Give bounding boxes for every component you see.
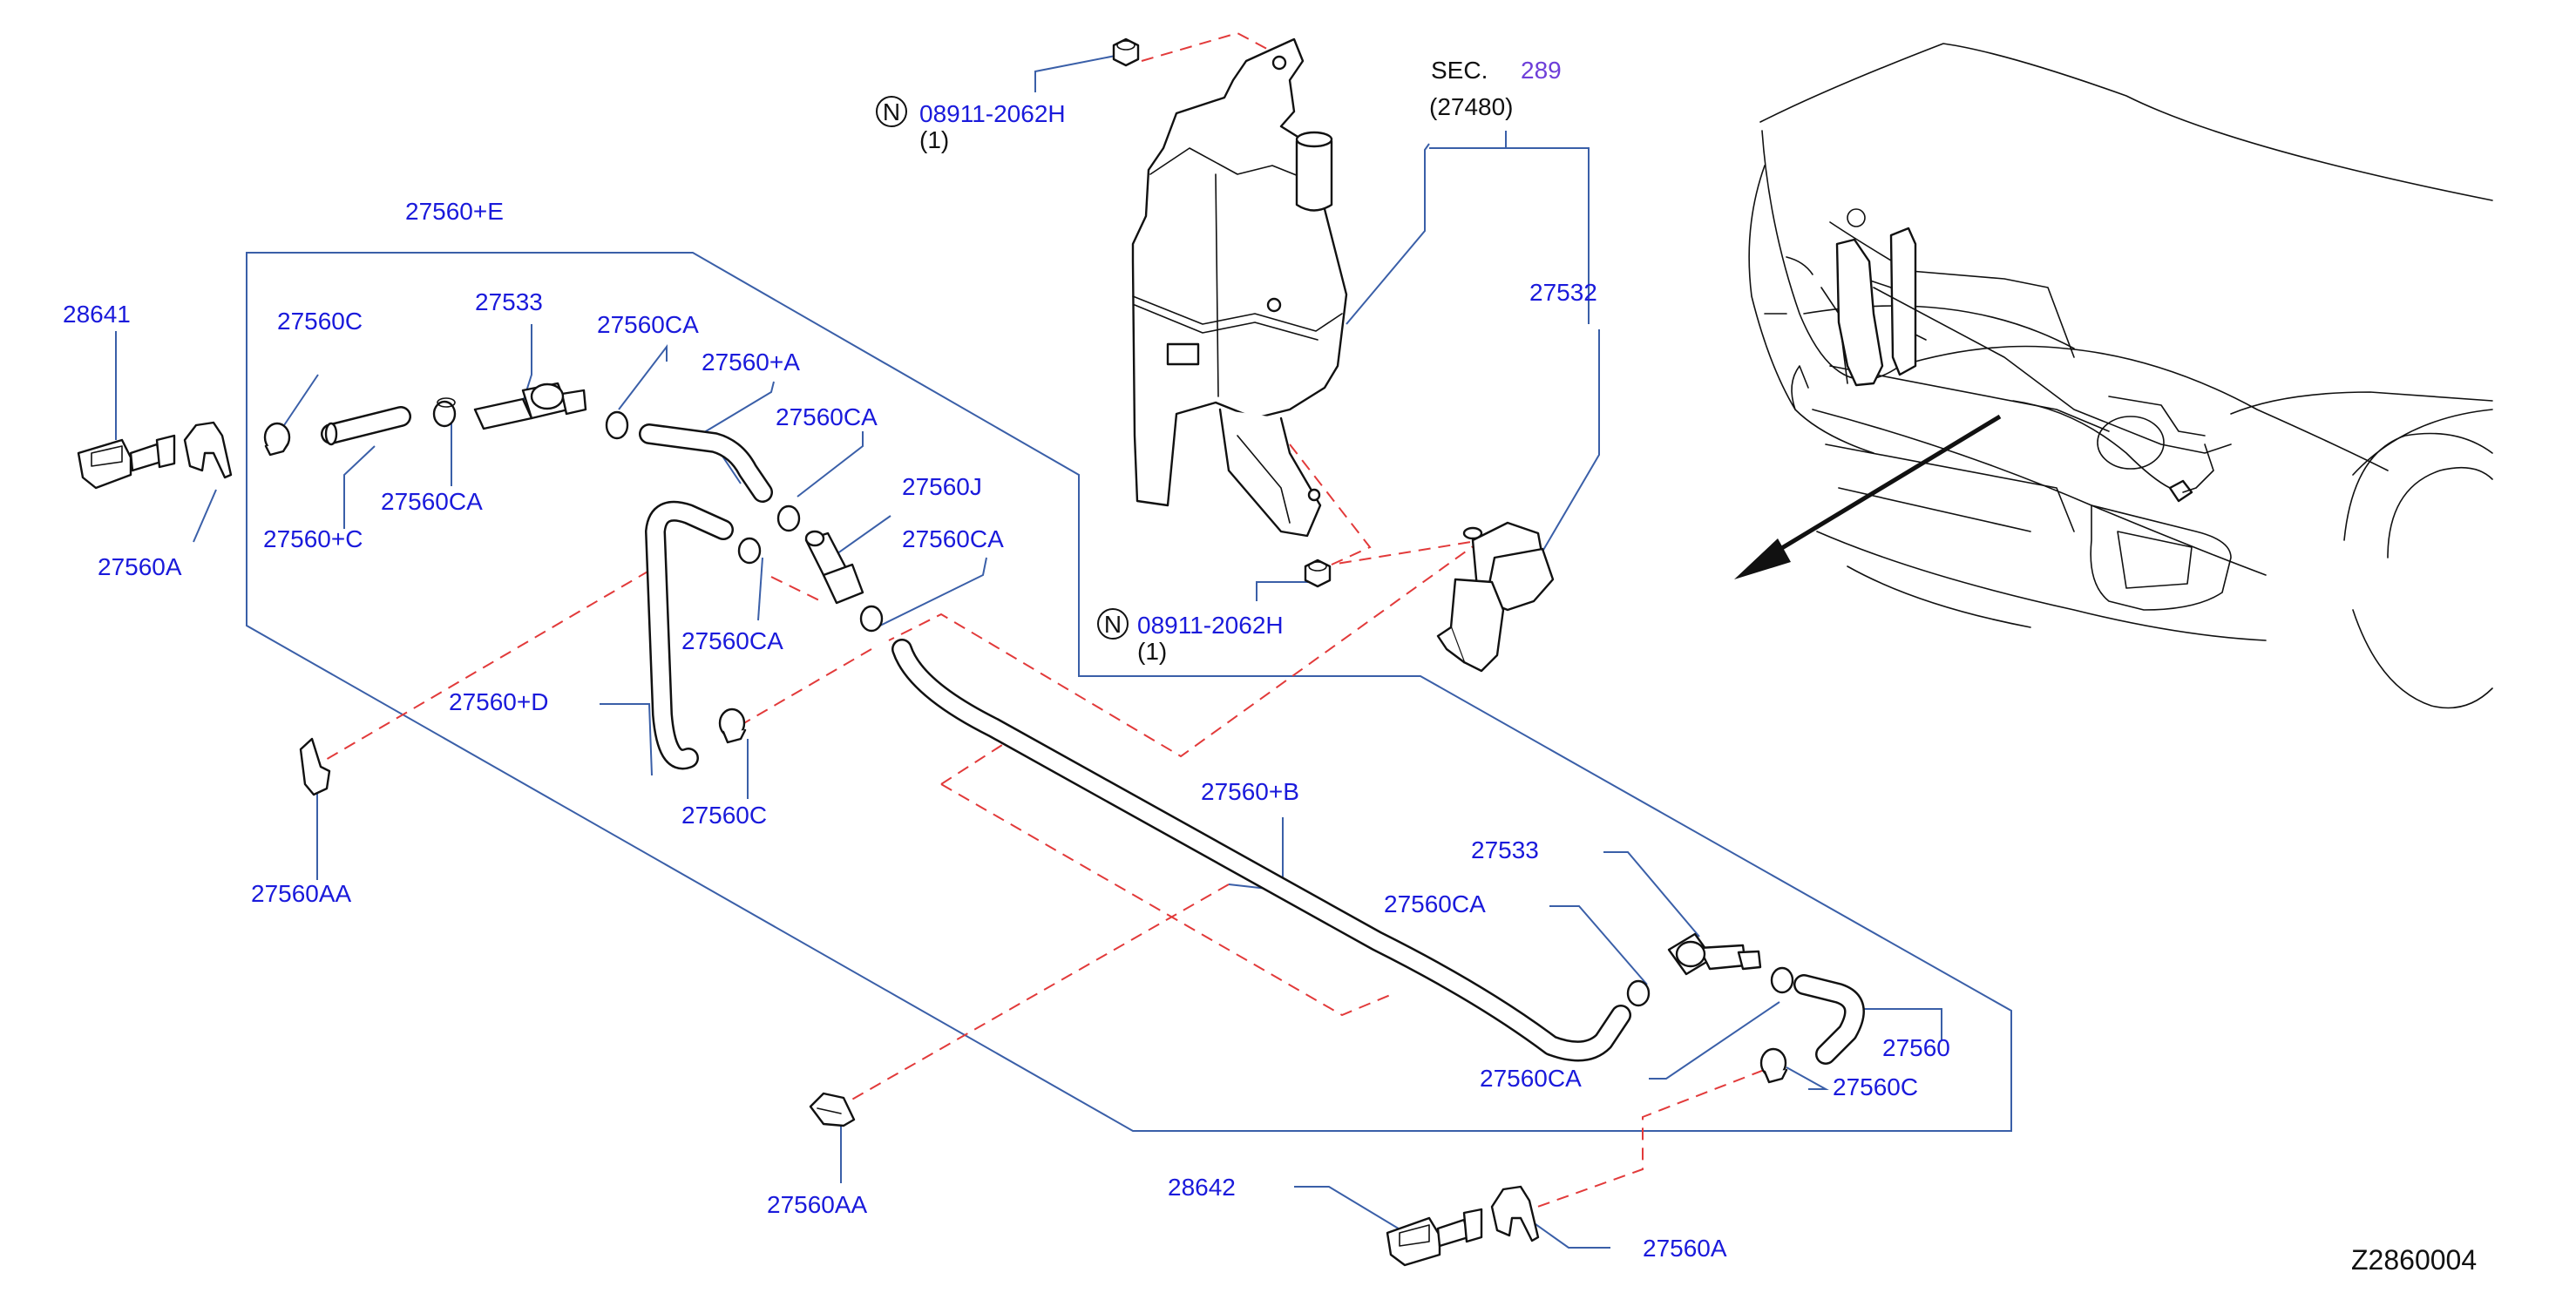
nut-top-icon (1112, 37, 1140, 67)
label-27560ca-5[interactable]: 27560CA (681, 627, 783, 654)
label-nut-mid[interactable]: 08911-2062H (1137, 612, 1284, 639)
clip-27560aa-2 (809, 1092, 856, 1127)
label-nut-top[interactable]: 08911-2062H (919, 100, 1066, 127)
svg-text:N: N (1104, 611, 1122, 638)
hose-27560d (645, 500, 734, 770)
label-27560ca-4[interactable]: 27560CA (381, 488, 483, 515)
label-27560c-plus[interactable]: 27560+C (263, 525, 363, 552)
label-27560d[interactable]: 27560+D (449, 688, 548, 715)
clip-27560aa-1 (299, 737, 331, 796)
check-valve-27533-2 (1667, 932, 1762, 976)
label-27560ca-7[interactable]: 27560CA (1480, 1065, 1582, 1092)
clamp-27560c-3 (1759, 1047, 1788, 1084)
leader-lines (115, 53, 1942, 1249)
label-nut-top-qty: (1) (919, 126, 949, 153)
clip-27560a-right (1490, 1185, 1540, 1242)
label-27560[interactable]: 27560 (1882, 1034, 1950, 1061)
label-27533-2[interactable]: 27533 (1471, 836, 1539, 863)
label-sec-ref: (27480) (1429, 93, 1514, 120)
ring-27560ca-1 (432, 397, 457, 428)
label-28642[interactable]: 28642 (1168, 1174, 1236, 1201)
label-27560ca-3[interactable]: 27560CA (902, 525, 1004, 552)
nozzle-left (77, 434, 176, 490)
ring-27560ca-2 (605, 410, 629, 440)
label-27560ca-1[interactable]: 27560CA (597, 311, 699, 338)
svg-text:N: N (883, 98, 900, 125)
label-27560a-plus[interactable]: 27560+A (702, 349, 800, 376)
joint-27560j (804, 530, 864, 605)
hose-27560a (639, 423, 773, 503)
direction-arrow-icon (1734, 414, 2002, 579)
label-27560j[interactable]: 27560J (902, 473, 982, 500)
washer-pump (1436, 521, 1555, 673)
group-outline-e (246, 252, 2012, 1132)
ring-27560ca-7 (1770, 966, 1794, 994)
clip-27560a-left (183, 421, 233, 479)
label-27532[interactable]: 27532 (1529, 279, 1597, 306)
label-27560c-2[interactable]: 27560C (681, 802, 767, 829)
ring-27560ca-6 (1626, 979, 1651, 1007)
label-27560ca-6[interactable]: 27560CA (1384, 890, 1486, 917)
label-27560ca-2[interactable]: 27560CA (776, 403, 878, 430)
label-sec-number[interactable]: 289 (1521, 57, 1562, 84)
label-27533-1[interactable]: 27533 (475, 288, 543, 315)
ring-27560ca-3 (776, 504, 801, 532)
check-valve-27533-1 (473, 382, 587, 430)
nut-symbol-top: N (876, 96, 907, 127)
label-27560c-1[interactable]: 27560C (277, 308, 363, 335)
label-27560a-2[interactable]: 27560A (1643, 1235, 1727, 1262)
label-28641[interactable]: 28641 (63, 301, 131, 328)
nozzle-right (1386, 1208, 1483, 1267)
hose-27560c-short (321, 406, 411, 446)
label-27560a-1[interactable]: 27560A (98, 553, 182, 580)
ring-27560ca-4 (737, 537, 762, 565)
ring-27560ca-5 (859, 605, 884, 633)
label-27560e[interactable]: 27560+E (405, 198, 504, 225)
label-27560aa-1[interactable]: 27560AA (251, 880, 352, 907)
label-27560aa-2[interactable]: 27560AA (767, 1191, 868, 1218)
label-27560c-3[interactable]: 27560C (1833, 1073, 1918, 1100)
hose-27560b (891, 639, 1631, 1062)
vehicle-front-view (1748, 43, 2493, 709)
clamp-27560c-1 (263, 422, 291, 457)
label-sec-prefix: SEC. (1431, 57, 1488, 84)
washer-tank (1131, 37, 1348, 538)
label-27560b[interactable]: 27560+B (1201, 778, 1299, 805)
nut-symbol-mid: N (1097, 608, 1129, 640)
clamp-27560c-2 (718, 707, 747, 744)
hose-27560 (1793, 974, 1865, 1065)
diagram-code: Z2860004 (2351, 1244, 2477, 1276)
nut-mid-icon (1304, 558, 1332, 588)
label-nut-mid-qty: (1) (1137, 638, 1167, 665)
assembly-dashed-lines (313, 31, 1783, 1214)
